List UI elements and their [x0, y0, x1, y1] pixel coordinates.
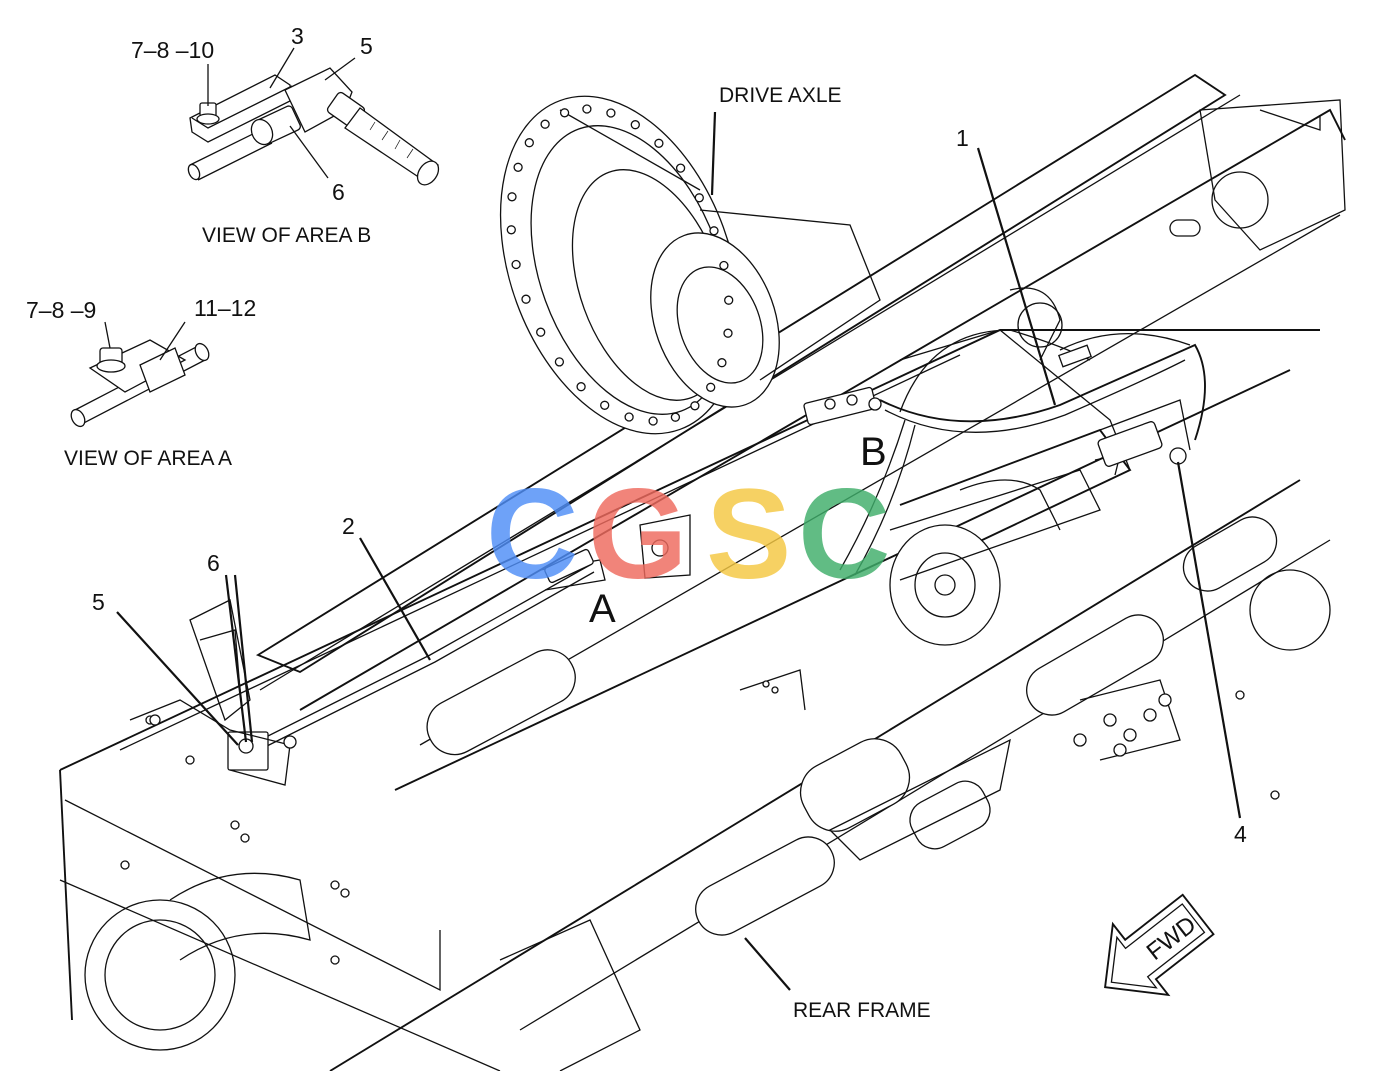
view-area-a-caption: VIEW OF AREA A: [64, 447, 232, 470]
callout-view-a-clip: 11–12: [194, 295, 256, 321]
axle-bolt: [582, 104, 592, 114]
axle-bolt: [694, 193, 704, 203]
axle-bolt: [724, 295, 734, 305]
fwd-arrow: FWD: [1104, 893, 1215, 997]
callout-part-5: 5: [92, 589, 105, 615]
brake-lines: [129, 329, 1206, 786]
area-a-marker: A: [589, 587, 616, 631]
watermark: C G S C: [486, 463, 890, 606]
axle-bolt: [709, 226, 719, 236]
axle-bolt: [670, 412, 681, 422]
callout-view-b-bolt: 7–8 –10: [131, 37, 214, 63]
view-area-b-caption: VIEW OF AREA B: [202, 224, 371, 247]
rear-frame: [59, 73, 1346, 1071]
main-leaders: [116, 111, 1242, 991]
axle-bolt: [624, 412, 634, 422]
callout-view-b-part-3: 3: [291, 23, 304, 49]
axle-bolt: [507, 192, 517, 202]
axle-bolt: [559, 108, 570, 118]
watermark-letter-c2: C: [798, 463, 890, 606]
watermark-letter-c: C: [486, 463, 578, 606]
drive-axle: [499, 95, 881, 435]
view-area-b: [187, 47, 440, 186]
view-area-a: [70, 321, 210, 428]
axle-bolt: [719, 260, 729, 271]
axle-bolt: [654, 138, 664, 148]
callout-part-6: 6: [207, 550, 220, 576]
callout-part-2: 2: [342, 513, 355, 539]
watermark-letter-g: G: [588, 463, 688, 606]
area-b-marker: B: [860, 430, 887, 474]
axle-bolt: [536, 327, 546, 337]
axle-bolt: [576, 382, 586, 392]
axle-bolt: [717, 358, 727, 368]
axle-bolt: [630, 120, 640, 130]
callout-part-4: 4: [1234, 821, 1247, 847]
axle-bolt: [511, 259, 521, 270]
axle-bolt: [521, 294, 531, 304]
watermark-letter-s: S: [706, 463, 791, 606]
callout-view-b-part-5: 5: [360, 33, 373, 59]
rear-frame-label: REAR FRAME: [793, 999, 931, 1022]
axle-bolt: [706, 382, 716, 392]
axle-bolt: [554, 357, 565, 367]
callout-view-a-bolt: 7–8 –9: [26, 297, 96, 323]
axle-bolt: [600, 400, 610, 410]
callout-view-b-part-6: 6: [332, 179, 345, 205]
axle-bolt: [606, 108, 616, 118]
drive-shaft: [539, 329, 1191, 761]
axle-bolt: [690, 401, 700, 411]
axle-bolt: [723, 328, 733, 338]
drive-axle-label: DRIVE AXLE: [719, 84, 842, 107]
axle-bolt: [540, 119, 550, 129]
callout-part-1: 1: [956, 125, 969, 151]
axle-bolt: [513, 162, 523, 172]
axle-bolt: [675, 163, 686, 173]
axle-bolt: [648, 416, 658, 426]
axle-bolt: [506, 225, 516, 235]
axle-bolt: [524, 138, 534, 148]
